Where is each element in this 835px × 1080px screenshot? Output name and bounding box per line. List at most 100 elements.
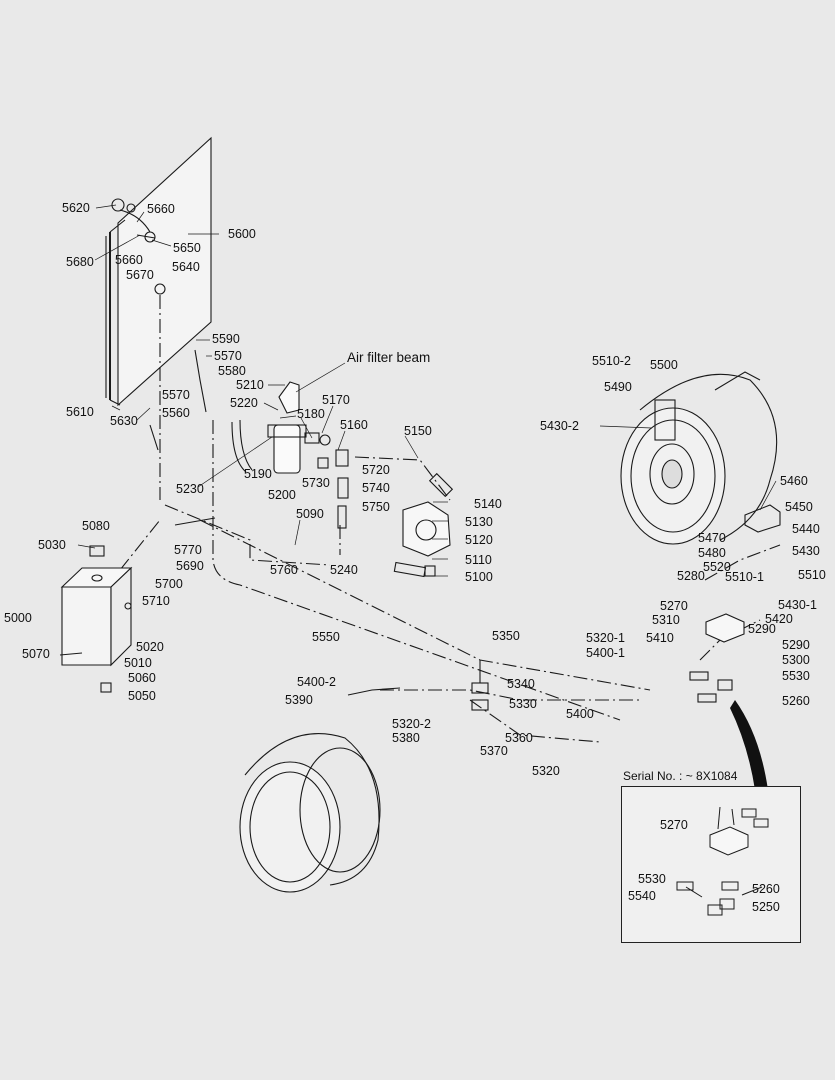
callout: 5480	[698, 546, 726, 560]
callout: 5390	[285, 693, 313, 707]
callout: 5670	[126, 268, 154, 282]
callout: 5430	[792, 544, 820, 558]
callout: 5420	[765, 612, 793, 626]
callout: 5400-2	[297, 675, 336, 689]
callout: 5090	[296, 507, 324, 521]
callout: 5590	[212, 332, 240, 346]
wheel-drive-right	[620, 371, 778, 545]
callout: 5270	[660, 818, 688, 832]
callout: 5140	[474, 497, 502, 511]
callout: 5680	[66, 255, 94, 269]
radiator	[105, 136, 212, 407]
callout: 5180	[297, 407, 325, 421]
callout: 5330	[509, 697, 537, 711]
callout: 5610	[66, 405, 94, 419]
callout: 5230	[176, 482, 204, 496]
callout: 5160	[340, 418, 368, 432]
wheel-drive-left	[239, 733, 381, 893]
callout: 5270	[660, 599, 688, 613]
callout: 5760	[270, 563, 298, 577]
clamp	[471, 660, 489, 711]
callout: 5120	[465, 533, 493, 547]
callout: 5510-2	[592, 354, 631, 368]
hydraulic-tank	[59, 545, 133, 693]
callout: 5530	[782, 669, 810, 683]
callout: 5520	[703, 560, 731, 574]
callout: 5500	[650, 358, 678, 372]
inset-arrow	[730, 700, 768, 790]
callout: 5730	[302, 476, 330, 490]
callout: 5450	[785, 500, 813, 514]
callout: 5290	[748, 622, 776, 636]
callout: 5100	[465, 570, 493, 584]
callout: 5580	[218, 364, 246, 378]
callout: 5720	[362, 463, 390, 477]
callout: 5310	[652, 613, 680, 627]
inset-title: Serial No. : ~ 8X1084	[623, 769, 738, 783]
callout: 5530	[638, 872, 666, 886]
callout: 5660	[147, 202, 175, 216]
callout: 5260	[782, 694, 810, 708]
callout: 5740	[362, 481, 390, 495]
callout: 5510-1	[725, 570, 764, 584]
callout: 5570	[214, 349, 242, 363]
callout: 5130	[465, 515, 493, 529]
callout: 5460	[780, 474, 808, 488]
bracket-right	[744, 504, 781, 533]
callout: 5710	[142, 594, 170, 608]
callout: 5510	[798, 568, 826, 582]
callout: 5260	[752, 882, 780, 896]
filter-canister	[231, 419, 307, 474]
callout: 5290	[782, 638, 810, 652]
callout: 5570	[162, 388, 190, 402]
callout: 5770	[174, 543, 202, 557]
radiator-fittings	[111, 198, 166, 295]
fitting-chain	[304, 432, 349, 529]
callout: 5150	[404, 424, 432, 438]
hoses	[149, 349, 401, 696]
callout: 5220	[230, 396, 258, 410]
callout: 5660	[115, 253, 143, 267]
leader-lines	[77, 204, 777, 941]
callout: 5650	[173, 241, 201, 255]
callout: 5750	[362, 500, 390, 514]
callout: 5320-2	[392, 717, 431, 731]
callout: 5360	[505, 731, 533, 745]
callout: 5250	[752, 900, 780, 914]
callout: 5170	[322, 393, 350, 407]
callout: 5550	[312, 630, 340, 644]
serial-inset: Serial No. : ~ 8X1084 5270 5530 5260 554…	[621, 769, 801, 943]
callout: 5560	[162, 406, 190, 420]
callout: 5430-2	[540, 419, 579, 433]
callout: 5200	[268, 488, 296, 502]
callout: 5030	[38, 538, 66, 552]
callout: 5280	[677, 569, 705, 583]
callout: 5020	[136, 640, 164, 654]
callout: 5060	[128, 671, 156, 685]
callout: 5440	[792, 522, 820, 536]
callout: 5600	[228, 227, 256, 241]
callout: 5350	[492, 629, 520, 643]
callout: 5110	[465, 553, 492, 567]
callout: 5410	[646, 631, 674, 645]
callout: 5320	[532, 764, 560, 778]
callout: 5380	[392, 731, 420, 745]
callout: 5070	[22, 647, 50, 661]
callout: 5210	[236, 378, 264, 392]
callout: 5190	[244, 467, 272, 481]
callout: 5010	[124, 656, 152, 670]
callout: 5050	[128, 689, 156, 703]
callout: 5690	[176, 559, 204, 573]
callout: 5700	[155, 577, 183, 591]
callout: 5640	[172, 260, 200, 274]
valve-block	[689, 613, 745, 703]
callout: 5540	[628, 889, 656, 903]
callout: 5000	[4, 611, 32, 625]
callout: 5240	[330, 563, 358, 577]
callout: 5080	[82, 519, 110, 533]
callout: 5320-1	[586, 631, 625, 645]
callout: 5630	[110, 414, 138, 428]
callout: 5400-1	[586, 646, 625, 660]
